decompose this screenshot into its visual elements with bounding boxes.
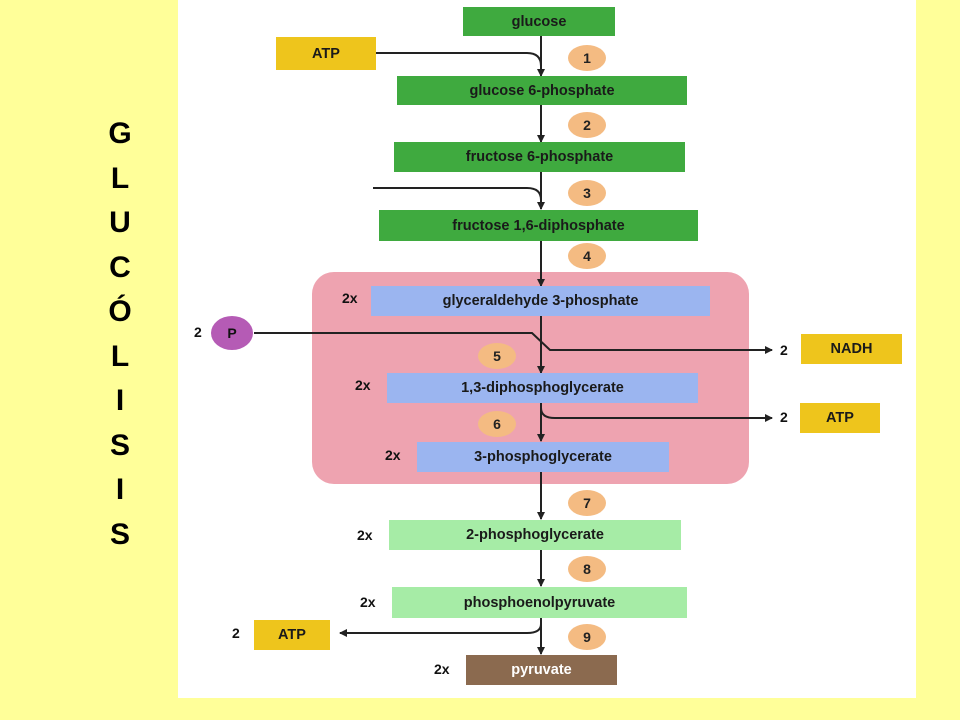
glyceraldehyde-3-phosphate-box: glyceraldehyde 3-phosphate xyxy=(371,286,710,316)
multiplier-3pg: 2x xyxy=(385,447,401,463)
step-badge-2: 2 xyxy=(568,112,606,138)
fructose-6-phosphate-box: fructose 6-phosphate xyxy=(394,142,685,172)
nadh-output-box: NADH xyxy=(801,334,902,364)
2-phosphoglycerate-box: 2-phosphoglycerate xyxy=(389,520,681,550)
title-letter: I xyxy=(115,384,125,417)
nadh-count: 2 xyxy=(780,342,788,358)
diphosphoglycerate-box: 1,3-diphosphoglycerate xyxy=(387,373,698,403)
vertical-title: G L U C Ó L I S I S xyxy=(100,112,140,557)
atp-output-box-9: ATP xyxy=(254,620,330,650)
step-badge-4: 4 xyxy=(568,243,606,269)
atp-output-box-6: ATP xyxy=(800,403,880,433)
step-badge-5: 5 xyxy=(478,343,516,369)
step-badge-1: 1 xyxy=(568,45,606,71)
fructose-1-6-diphosphate-box: fructose 1,6-diphosphate xyxy=(379,210,698,241)
3-phosphoglycerate-box: 3-phosphoglycerate xyxy=(417,442,669,472)
arrow-phosphate-input xyxy=(254,332,773,354)
atp-output-count-6: 2 xyxy=(780,409,788,425)
glucose-6-phosphate-box: glucose 6-phosphate xyxy=(397,76,687,105)
phosphate-count: 2 xyxy=(194,324,202,340)
atp-input-box: ATP xyxy=(276,37,376,70)
title-letter: S xyxy=(109,428,130,462)
step-badge-6: 6 xyxy=(478,411,516,437)
title-letter: L xyxy=(110,161,130,195)
glucose-box: glucose xyxy=(463,7,615,36)
atp-output-count-9: 2 xyxy=(232,625,240,641)
phosphoenolpyruvate-box: phosphoenolpyruvate xyxy=(392,587,687,618)
step-badge-8: 8 xyxy=(568,556,606,582)
title-letter: Ó xyxy=(108,295,132,328)
arrow-atp-input-1 xyxy=(376,52,542,67)
multiplier-pyruvate: 2x xyxy=(434,661,450,677)
multiplier-2pg: 2x xyxy=(357,527,373,543)
multiplier-bpg: 2x xyxy=(355,377,371,393)
step-badge-9: 9 xyxy=(568,624,606,650)
step-badge-3: 3 xyxy=(568,180,606,206)
pyruvate-box: pyruvate xyxy=(466,655,617,685)
phosphate-icon: P xyxy=(211,316,253,350)
title-letter: C xyxy=(109,250,131,284)
title-letter: U xyxy=(109,206,131,239)
step-badge-7: 7 xyxy=(568,490,606,516)
multiplier-pep: 2x xyxy=(360,594,376,610)
title-letter: I xyxy=(115,473,125,506)
title-letter: G xyxy=(108,117,132,150)
arrow-atp-output-6 xyxy=(540,407,773,422)
arrow-atp-output-9 xyxy=(339,623,542,637)
multiplier-g3p: 2x xyxy=(342,290,358,306)
arrow-atp-input-3 xyxy=(373,187,542,201)
title-letter: L xyxy=(110,339,130,373)
title-letter: S xyxy=(109,517,130,551)
